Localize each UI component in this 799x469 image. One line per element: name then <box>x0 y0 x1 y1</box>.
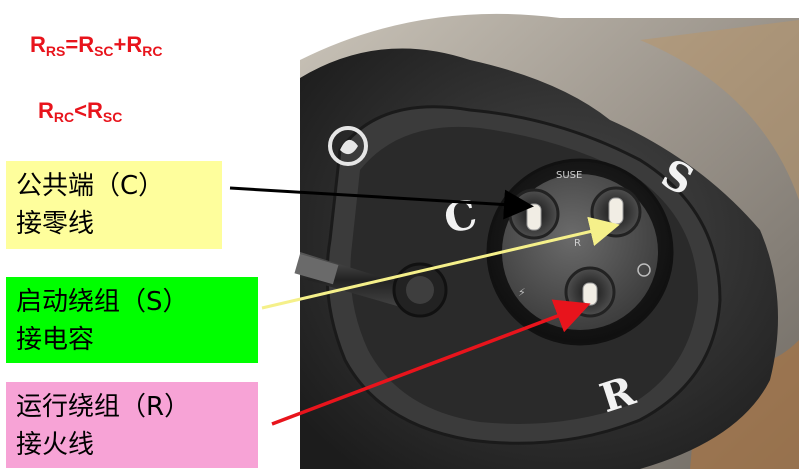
formula-symbol: R <box>30 32 46 57</box>
formula-subscript: RC <box>53 109 75 125</box>
formula-symbol: +R <box>113 32 143 57</box>
formula-symbol: =R <box>65 32 95 57</box>
formula-subscript: RC <box>142 43 163 59</box>
common-terminal-label: 公共端（C） 接零线 <box>6 161 222 249</box>
formula-symbol: <R <box>74 98 103 123</box>
run-winding-wiring: 接火线 <box>16 430 95 460</box>
formula-subscript: SC <box>94 43 114 59</box>
common-terminal-arrow <box>229 186 534 220</box>
formula-symbol: R <box>38 98 54 123</box>
svg-text:SUSE: SUSE <box>556 170 582 181</box>
run-winding-label: 运行绕组（R） 接火线 <box>6 382 258 468</box>
svg-text:⚡: ⚡ <box>518 286 526 299</box>
formula-rrs-equals-rsc-plus-rrc: RRS=RSC+RRC <box>30 32 163 59</box>
start-winding-wiring: 接电容 <box>16 325 95 355</box>
run-winding-title: 运行绕组（R） <box>16 392 191 422</box>
svg-text:R: R <box>574 238 581 249</box>
run-winding-arrow <box>271 299 591 426</box>
start-winding-title: 启动绕组（S） <box>16 287 189 317</box>
common-terminal-wiring: 接零线 <box>16 209 95 239</box>
common-terminal-title: 公共端（C） <box>16 171 165 201</box>
start-winding-label: 启动绕组（S） 接电容 <box>6 277 258 363</box>
formula-subscript: SC <box>102 109 123 125</box>
start-winding-arrow <box>261 216 620 310</box>
formula-rrc-less-than-rsc: RRC<RSC <box>38 98 123 125</box>
formula-subscript: RS <box>45 43 66 59</box>
